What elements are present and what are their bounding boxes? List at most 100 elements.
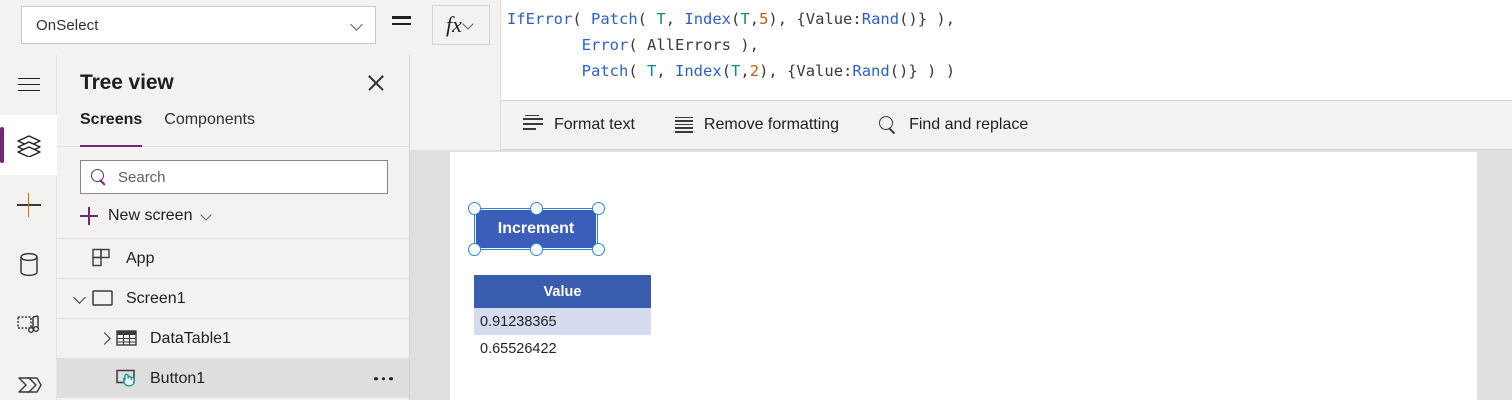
formula-token: 5	[759, 10, 769, 28]
data-table-header-value[interactable]: Value	[474, 275, 651, 308]
property-selector-value: OnSelect	[36, 16, 99, 34]
formula-token: Rand	[852, 62, 890, 80]
close-icon[interactable]	[363, 70, 389, 96]
remove-formatting-label: Remove formatting	[703, 116, 840, 133]
remove-formatting-icon	[674, 116, 693, 134]
rail-item-insert[interactable]	[0, 175, 57, 235]
find-and-replace-label: Find and replace	[909, 116, 1029, 133]
flow-icon	[17, 377, 42, 393]
hamburger-icon	[17, 77, 40, 93]
panel-title: Tree view	[80, 71, 174, 94]
screen-icon	[91, 288, 117, 310]
search-icon	[879, 115, 898, 135]
twisty-spacer	[93, 368, 115, 390]
database-icon	[19, 252, 38, 277]
formula-token: ,	[665, 10, 685, 28]
formula-token: ()} ) )	[889, 62, 956, 80]
formula-token	[507, 62, 582, 80]
tree-item-label: Button1	[150, 369, 206, 387]
rail-item-hamburger-menu[interactable]	[0, 55, 57, 115]
formula-token: ,	[656, 62, 676, 80]
search-input[interactable]: Search	[80, 160, 388, 194]
search-icon	[91, 168, 108, 186]
formula-token: (	[628, 62, 647, 80]
layers-icon	[16, 135, 41, 157]
plus-icon	[16, 193, 41, 217]
find-and-replace-button[interactable]: Find and replace	[875, 108, 1042, 142]
property-selector[interactable]: OnSelect	[21, 6, 376, 44]
tree-view-header: Tree view	[57, 55, 409, 111]
formula-token: IfError	[507, 10, 573, 28]
formula-token: Index	[684, 10, 732, 28]
ellipsis-icon[interactable]	[374, 376, 393, 381]
formula-bar[interactable]: IfError( Patch( T, Index(T,5), {Value:Ra…	[500, 0, 1512, 101]
tree-item-datatable1[interactable]: DataTable1	[57, 318, 409, 358]
tab-screens[interactable]: Screens	[80, 111, 143, 147]
formula-token: T	[647, 62, 657, 80]
app-icon	[91, 248, 117, 270]
tree-item-label: DataTable1	[150, 329, 231, 347]
app-canvas[interactable]: Increment Value 0.91238365 0.65526422	[450, 152, 1477, 400]
tree-view-tabs: Screens Components	[57, 111, 409, 147]
plus-icon	[80, 207, 98, 225]
new-screen-button[interactable]: New screen	[80, 199, 409, 233]
format-text-label: Format text	[554, 116, 635, 133]
formula-token: Index	[675, 62, 722, 80]
formula-token: 2	[749, 62, 760, 80]
format-text-button[interactable]: Format text	[519, 108, 649, 142]
chevron-down-icon	[351, 18, 365, 32]
formula-token: T	[731, 62, 741, 80]
chevron-down-icon	[464, 19, 476, 31]
rail-item-tree-view[interactable]	[0, 115, 57, 175]
rail-item-media[interactable]	[0, 295, 57, 355]
tree-item-screen1[interactable]: Screen1	[57, 278, 409, 318]
increment-button[interactable]: Increment	[476, 210, 596, 248]
fx-button[interactable]: fx	[432, 5, 490, 45]
tree-item-label: Screen1	[126, 289, 186, 307]
tab-components[interactable]: Components	[164, 111, 255, 128]
formula-token: (	[721, 62, 732, 80]
tree-item-button1[interactable]: Button1	[57, 358, 409, 398]
data-table-row[interactable]: 0.91238365	[474, 308, 651, 335]
formula-token: ), {Value:	[768, 10, 862, 28]
formula-token: (	[731, 10, 741, 28]
formula-token	[507, 36, 582, 54]
tree-rows: App Screen1	[57, 238, 409, 398]
property-bar: OnSelect fx	[0, 0, 500, 55]
media-icon	[16, 315, 39, 333]
formula-toolbar: Format text Remove formatting Find and r…	[500, 101, 1512, 150]
search-placeholder: Search	[118, 168, 166, 186]
chevron-right-icon[interactable]	[93, 328, 115, 350]
formula-text[interactable]: IfError( Patch( T, Index(T,5), {Value:Ra…	[501, 0, 1512, 84]
twisty-spacer	[69, 248, 91, 270]
datatable-icon	[115, 328, 141, 350]
data-table[interactable]: Value 0.91238365 0.65526422	[474, 275, 651, 362]
chevron-down-icon[interactable]	[69, 288, 91, 310]
fx-label: fx	[446, 12, 462, 37]
formula-token: (	[572, 10, 591, 28]
formula-token: ( AllErrors ),	[628, 36, 759, 54]
rail-item-data[interactable]	[0, 235, 57, 295]
rail-item-power-automate[interactable]	[0, 355, 57, 400]
formula-token: T	[740, 10, 750, 28]
formula-token: ,	[740, 62, 750, 80]
chevron-down-icon	[202, 210, 215, 223]
formula-token: (	[637, 10, 657, 28]
format-text-icon	[523, 114, 543, 133]
new-screen-label: New screen	[108, 207, 193, 224]
equals-sign	[392, 16, 412, 36]
formula-token: ), {Value:	[759, 62, 853, 80]
formula-token: Patch	[581, 62, 629, 80]
left-rail	[0, 55, 57, 400]
remove-formatting-button[interactable]: Remove formatting	[671, 108, 853, 142]
data-table-row[interactable]: 0.65526422	[480, 340, 557, 357]
tree-item-label: App	[126, 249, 155, 267]
formula-token: Patch	[591, 10, 638, 28]
button-icon	[115, 368, 141, 390]
formula-token: T	[656, 10, 666, 28]
tree-item-app[interactable]: App	[57, 238, 409, 278]
formula-token: Error	[581, 36, 629, 54]
tree-view-panel: Tree view Screens Components Search New …	[57, 55, 410, 400]
formula-token: Rand	[861, 10, 900, 28]
